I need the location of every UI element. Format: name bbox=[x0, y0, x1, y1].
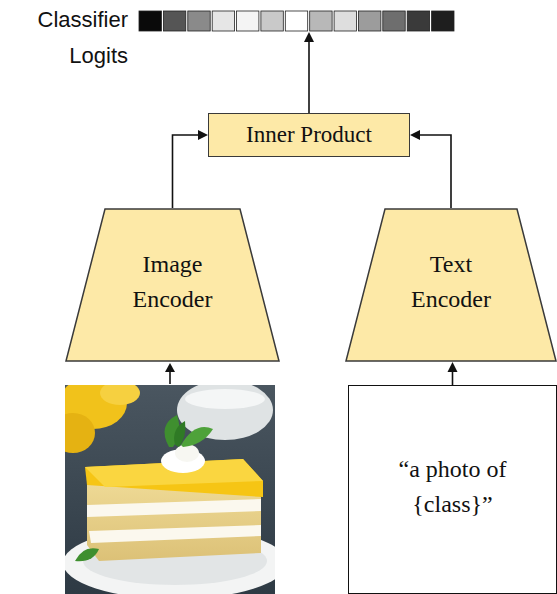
logit-cell bbox=[285, 11, 307, 31]
trapezoid-outline bbox=[65, 208, 280, 362]
image-input-arrowhead bbox=[165, 363, 175, 372]
logit-cell bbox=[359, 11, 381, 31]
trapezoid-outline bbox=[345, 208, 557, 362]
logit-cell bbox=[334, 11, 356, 31]
arrowhead bbox=[448, 362, 458, 372]
logit-cell bbox=[432, 11, 454, 31]
prompt-box: “a photo of {class}” bbox=[348, 385, 557, 594]
encoder-trapezoid: Text Encoder bbox=[345, 208, 557, 362]
logit-cell bbox=[407, 11, 429, 31]
logit-cell bbox=[139, 11, 161, 31]
encoder-trapezoid: Image Encoder bbox=[65, 208, 280, 362]
node-label: “a photo of {class}” bbox=[378, 452, 528, 522]
logit-cell bbox=[383, 11, 405, 31]
connector bbox=[410, 130, 451, 208]
logit-cells bbox=[138, 10, 455, 32]
logit-cell bbox=[188, 11, 210, 31]
process-box: Inner Product bbox=[208, 113, 410, 157]
connector bbox=[173, 130, 209, 208]
node-label: Inner Product bbox=[246, 122, 372, 148]
logit-cell bbox=[310, 11, 332, 31]
connector-line bbox=[308, 40, 310, 113]
cake-photo bbox=[65, 385, 275, 594]
logit-cell bbox=[261, 11, 283, 31]
connector bbox=[448, 362, 458, 385]
connector-line bbox=[452, 370, 454, 385]
arrowhead bbox=[198, 130, 208, 140]
connector bbox=[304, 32, 314, 113]
connector-line bbox=[173, 135, 201, 208]
node-label: Text Encoder bbox=[395, 247, 507, 317]
connector-line bbox=[418, 135, 451, 208]
arrowhead bbox=[304, 32, 314, 42]
image-input-arrow bbox=[169, 371, 171, 384]
logit-cell bbox=[163, 11, 185, 31]
node-label: Image Encoder bbox=[115, 247, 230, 317]
side-label: Classifier Logits bbox=[10, 2, 128, 74]
arrowhead bbox=[410, 130, 420, 140]
logit-cell bbox=[212, 11, 234, 31]
trapezoid-shape bbox=[346, 209, 556, 361]
logit-cell bbox=[237, 11, 259, 31]
trapezoid-shape bbox=[66, 209, 279, 361]
logits-bar: Classifier Logits bbox=[138, 10, 455, 32]
